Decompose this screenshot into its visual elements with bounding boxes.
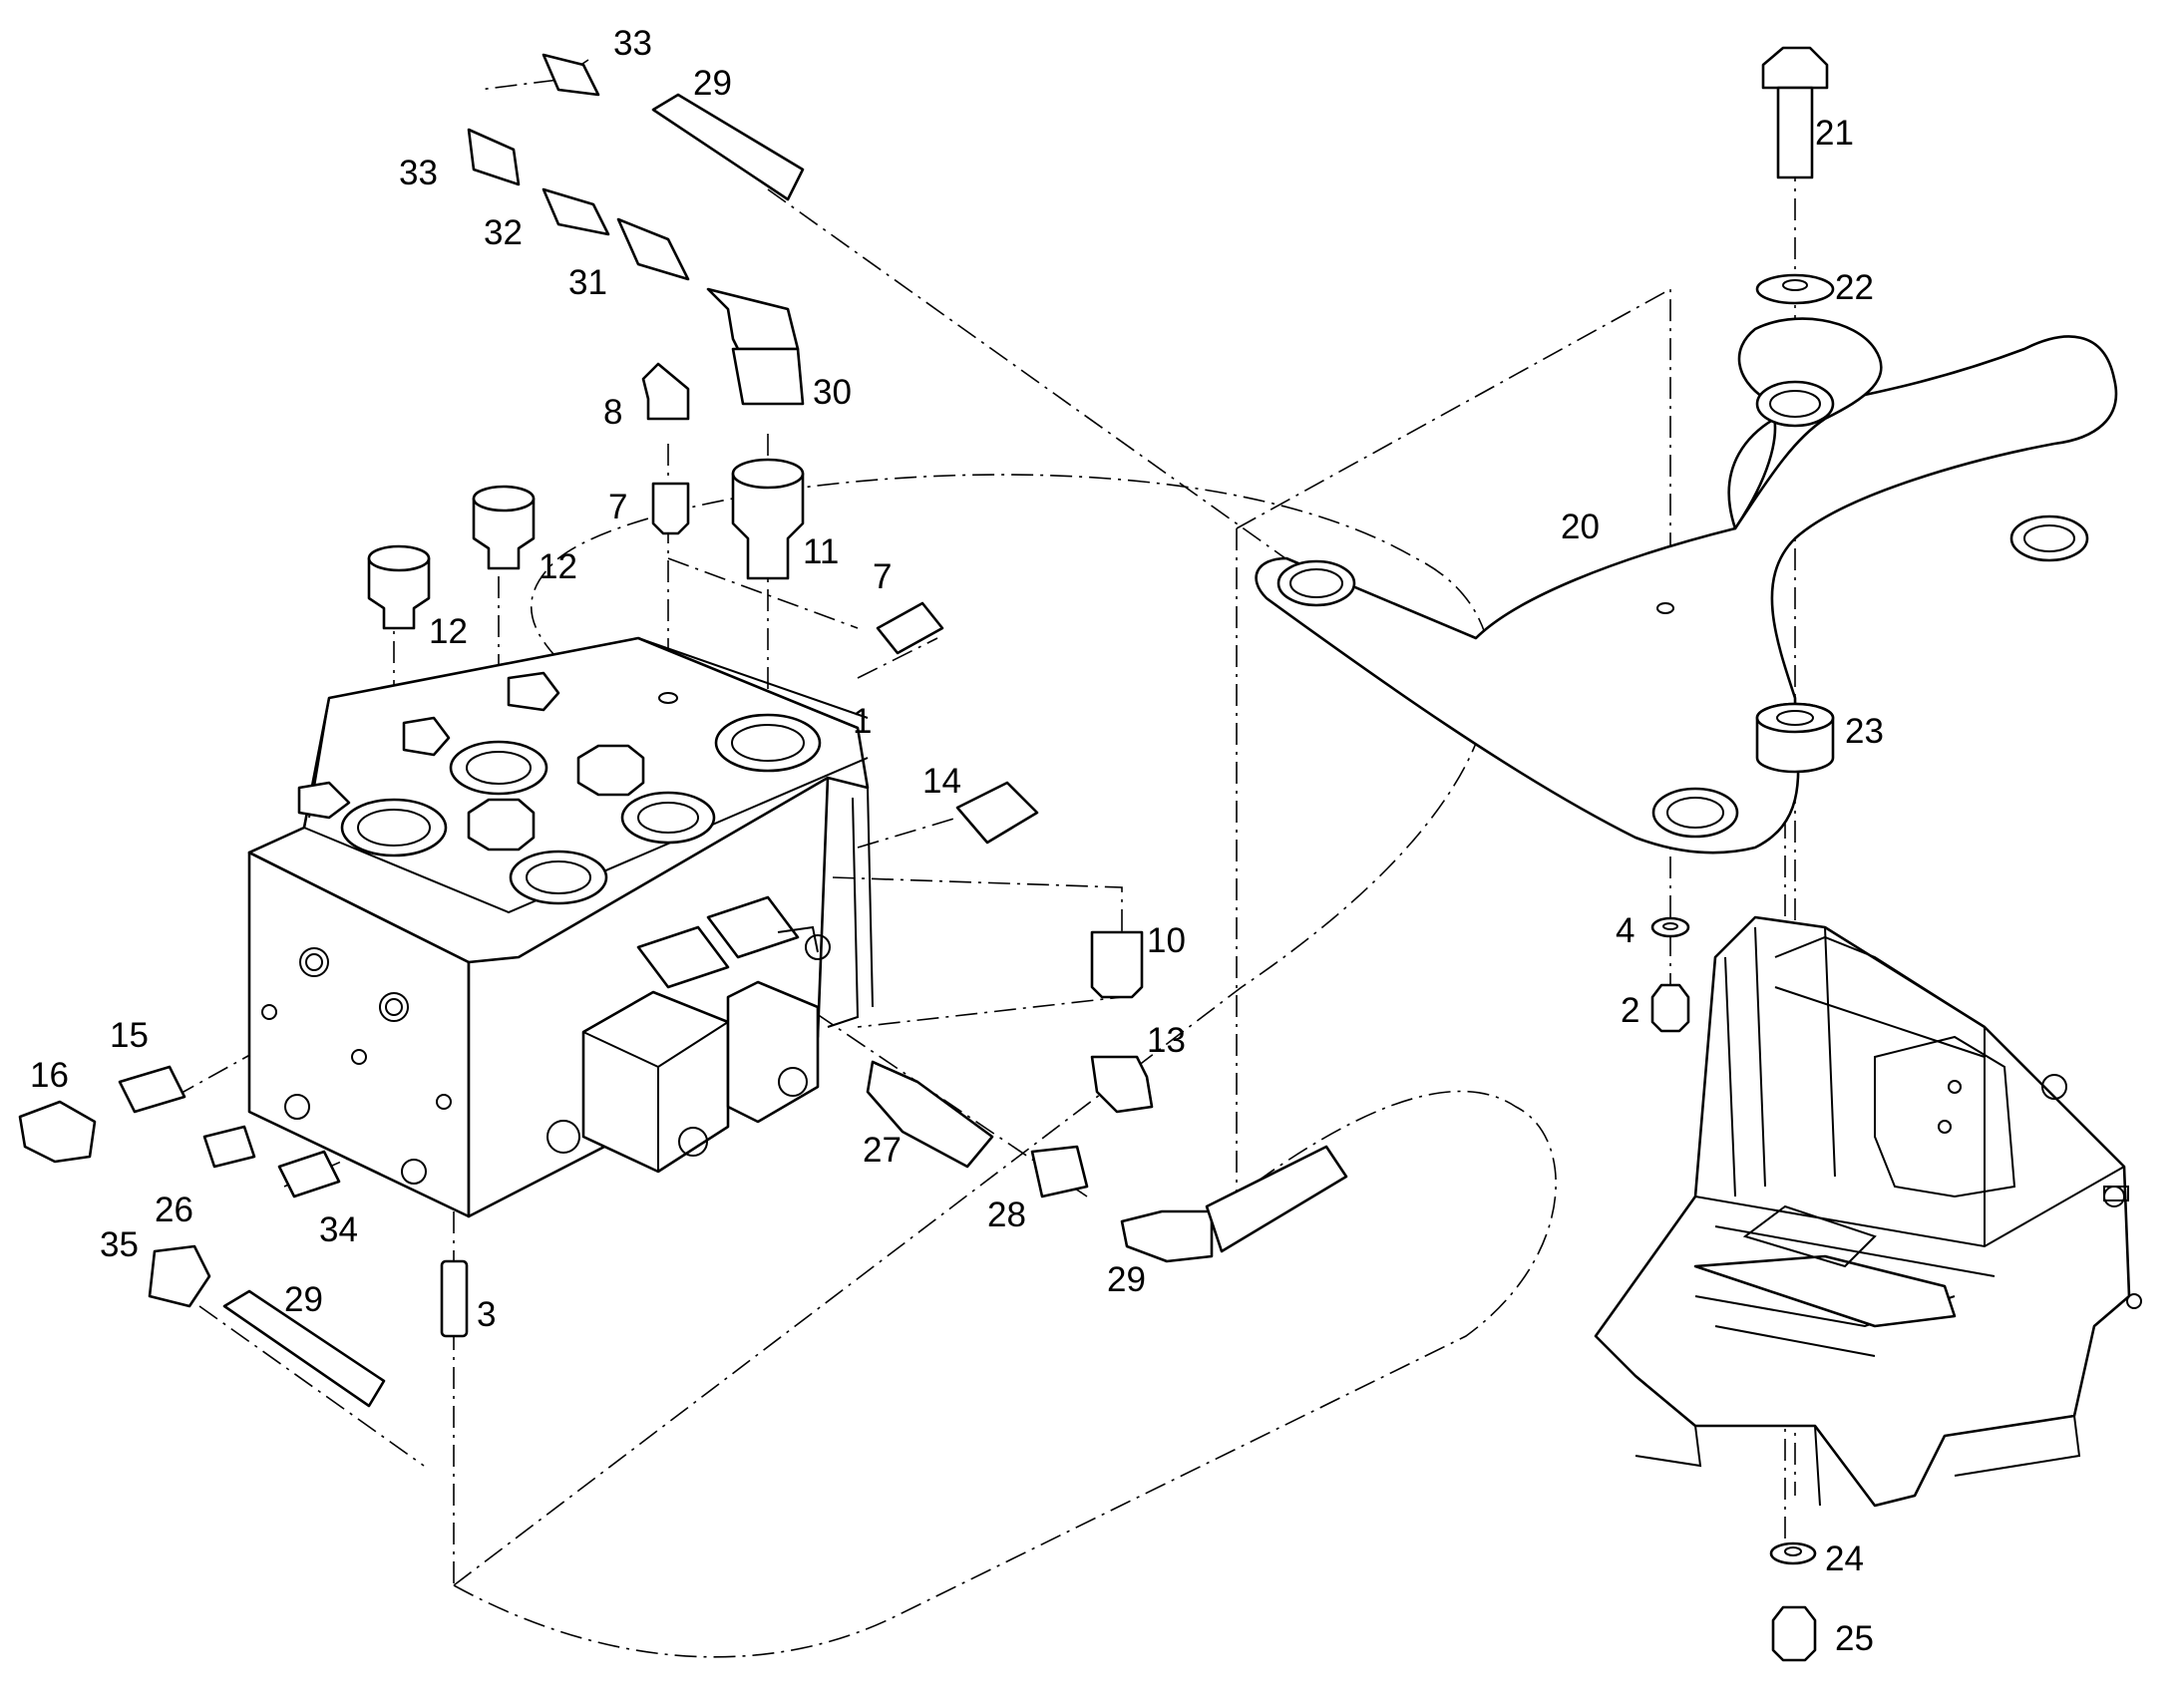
callout-31: 31 — [568, 263, 607, 302]
hose-icon — [222, 1289, 386, 1408]
machine-frame — [1594, 915, 2142, 1508]
callouts: 1 2 3 4 7 7 8 10 11 12 12 13 14 15 16 20… — [30, 24, 1884, 1658]
callout-14: 14 — [922, 762, 961, 801]
mounting-plate — [1255, 317, 2118, 854]
elbow-icon — [641, 362, 690, 421]
valve-block — [247, 636, 874, 1218]
nut-icon — [1771, 1605, 1817, 1662]
adapter-icon — [277, 1150, 341, 1198]
dowel-pin-icon — [440, 1259, 469, 1338]
bolt-stack — [1650, 46, 1835, 1662]
callout-1: 1 — [853, 702, 872, 741]
callout-2: 2 — [1621, 991, 1639, 1030]
adapter-icon — [955, 781, 1039, 845]
callout-29-right: 29 — [1107, 1260, 1146, 1299]
callout-4: 4 — [1616, 911, 1635, 950]
bolt-shank-icon — [1776, 86, 1814, 179]
elbow-icon — [542, 53, 600, 97]
elbow-icon — [148, 1244, 211, 1308]
nut-icon — [1650, 983, 1690, 1033]
callout-12-left: 12 — [429, 612, 468, 651]
adapter-icon — [1030, 1145, 1089, 1198]
callout-13: 13 — [1147, 1021, 1186, 1060]
callout-8: 8 — [603, 393, 622, 432]
callout-29-top: 29 — [693, 64, 732, 103]
adapter-icon — [651, 482, 690, 535]
tee-icon — [706, 287, 800, 351]
washer-icon — [1769, 1541, 1817, 1565]
callout-33-top: 33 — [613, 24, 652, 63]
callout-30: 30 — [813, 373, 852, 412]
hose-icon — [1205, 1145, 1348, 1253]
callout-22: 22 — [1835, 268, 1874, 307]
elbow-icon — [1120, 1209, 1214, 1263]
callout-28: 28 — [987, 1196, 1026, 1234]
adapter-icon — [876, 601, 944, 655]
callout-20: 20 — [1561, 508, 1600, 546]
callout-12-right: 12 — [539, 547, 577, 586]
callout-3: 3 — [477, 1295, 496, 1334]
nut-icon — [616, 217, 690, 281]
nut-icon — [542, 187, 610, 236]
callout-26: 26 — [155, 1191, 193, 1229]
callout-21: 21 — [1815, 114, 1854, 153]
elbow-icon — [18, 1100, 97, 1164]
callout-25: 25 — [1835, 1619, 1874, 1658]
callout-7-right: 7 — [873, 557, 892, 596]
callout-16: 16 — [30, 1056, 69, 1095]
callout-27: 27 — [863, 1131, 902, 1170]
washer-icon — [1650, 916, 1690, 938]
fittings — [18, 53, 1348, 1408]
callout-33-left: 33 — [399, 154, 438, 192]
callout-29-left: 29 — [284, 1280, 323, 1319]
callout-23: 23 — [1845, 712, 1884, 751]
adapter-icon — [1090, 930, 1144, 999]
plug-icon — [202, 1125, 256, 1169]
callout-32: 32 — [484, 213, 523, 252]
callout-24: 24 — [1825, 1539, 1864, 1578]
callout-34: 34 — [319, 1210, 358, 1249]
hose-icon — [651, 93, 805, 201]
adapter-icon — [472, 497, 536, 570]
adapter-icon — [731, 472, 805, 580]
bolt-head-icon — [1761, 46, 1829, 90]
adapter-icon — [367, 556, 431, 630]
elbow-icon — [1090, 1055, 1154, 1114]
adapter-icon — [866, 1060, 994, 1169]
adapter-icon — [118, 1065, 186, 1114]
elbow-icon — [467, 128, 521, 186]
callout-35: 35 — [100, 1225, 139, 1264]
callout-15: 15 — [110, 1016, 149, 1055]
callout-10: 10 — [1147, 921, 1186, 960]
callout-7-top: 7 — [608, 488, 627, 526]
callout-11: 11 — [803, 532, 839, 571]
